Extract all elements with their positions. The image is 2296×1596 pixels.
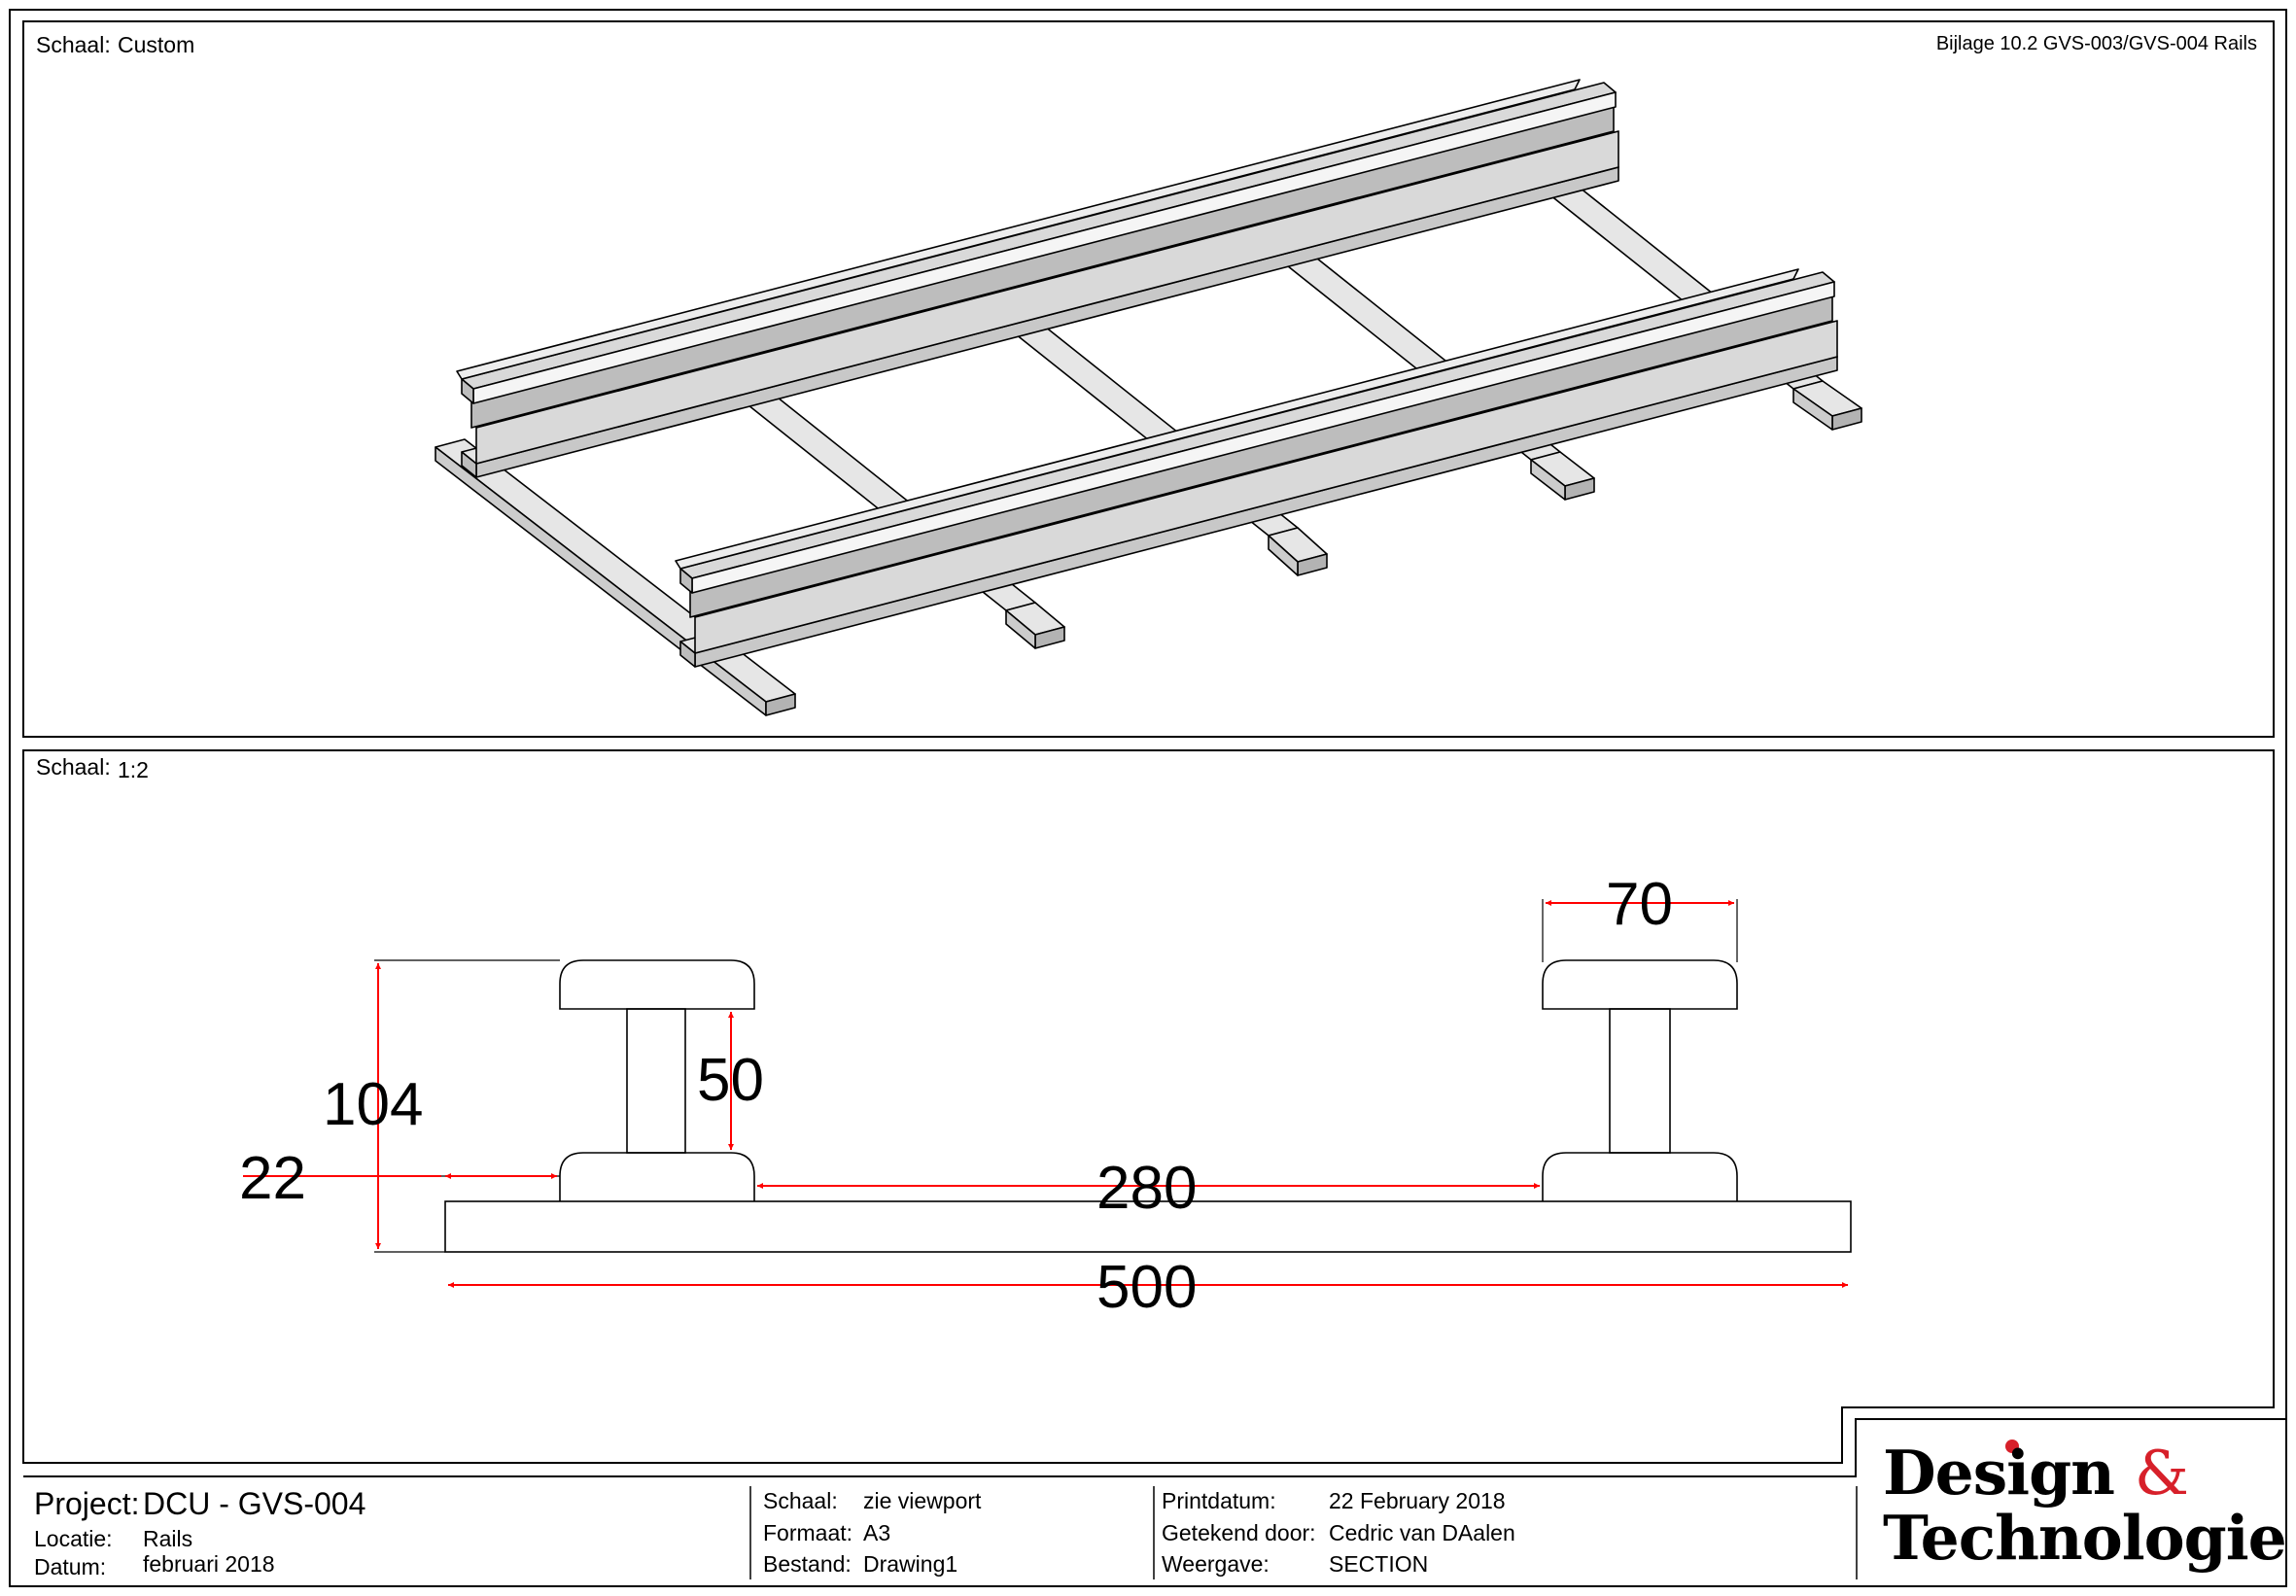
brand-logo-dot [2005, 1440, 2019, 1453]
viewport-top-scale-value: Custom [118, 32, 195, 57]
formaat-value: A3 [863, 1520, 891, 1545]
project-label: Project: [34, 1486, 140, 1521]
title-block-frame [23, 1418, 2286, 1477]
bestand-value: Drawing1 [863, 1551, 958, 1577]
dimension-500: 500 [1096, 1254, 1198, 1321]
brand-ampersand: & [2134, 1438, 2189, 1509]
datum-value: februari 2018 [143, 1551, 275, 1577]
brand-logo: Design & [1883, 1442, 2189, 1505]
schaal-value: zie viewport [863, 1488, 982, 1513]
section-view [243, 899, 1852, 1288]
bestand-label: Bestand: [763, 1551, 852, 1577]
datum-label: Datum: [34, 1554, 107, 1579]
locatie-label: Locatie: [34, 1526, 113, 1551]
viewport-bottom-scale-label: Schaal: [36, 754, 111, 780]
dimension-22: 22 [239, 1145, 306, 1212]
printdatum-value: 22 February 2018 [1329, 1488, 1506, 1513]
viewport-top-frame [22, 20, 2275, 738]
base-plate [444, 1200, 1852, 1253]
viewport-bottom-scale-value: 1:2 [118, 757, 149, 782]
viewport-top-scale-label: Schaal: [36, 32, 111, 57]
dimension-280: 280 [1096, 1155, 1198, 1222]
project-value: DCU - GVS-004 [143, 1486, 366, 1521]
getekend-value: Cedric van DAalen [1329, 1520, 1515, 1545]
rail-back [456, 79, 1619, 478]
locatie-value: Rails [143, 1526, 193, 1551]
weergave-value: SECTION [1329, 1551, 1429, 1577]
dimension-104: 104 [323, 1071, 424, 1138]
rail-section-left [559, 959, 755, 1201]
schaal-label: Schaal: [763, 1488, 838, 1513]
extension-lines [374, 899, 1738, 1253]
getekend-label: Getekend door: [1162, 1520, 1316, 1545]
brand-word-technologie: Technologie [1883, 1502, 2287, 1574]
weergave-label: Weergave: [1162, 1551, 1270, 1577]
rail-front [675, 268, 1838, 668]
rail-section-right [1542, 959, 1738, 1201]
brand-word-design: Design [1883, 1437, 2115, 1509]
sheet-title: Bijlage 10.2 GVS-003/GVS-004 Rails [1935, 33, 2257, 54]
viewport-bottom-frame [22, 749, 2275, 1464]
formaat-label: Formaat: [763, 1520, 853, 1545]
outer-border [9, 9, 2287, 1587]
isometric-rail-view [435, 79, 1862, 716]
dimension-lines [243, 900, 1848, 1288]
dimension-50: 50 [697, 1047, 764, 1114]
dimension-70: 70 [1606, 871, 1673, 938]
printdatum-label: Printdatum: [1162, 1488, 1276, 1513]
